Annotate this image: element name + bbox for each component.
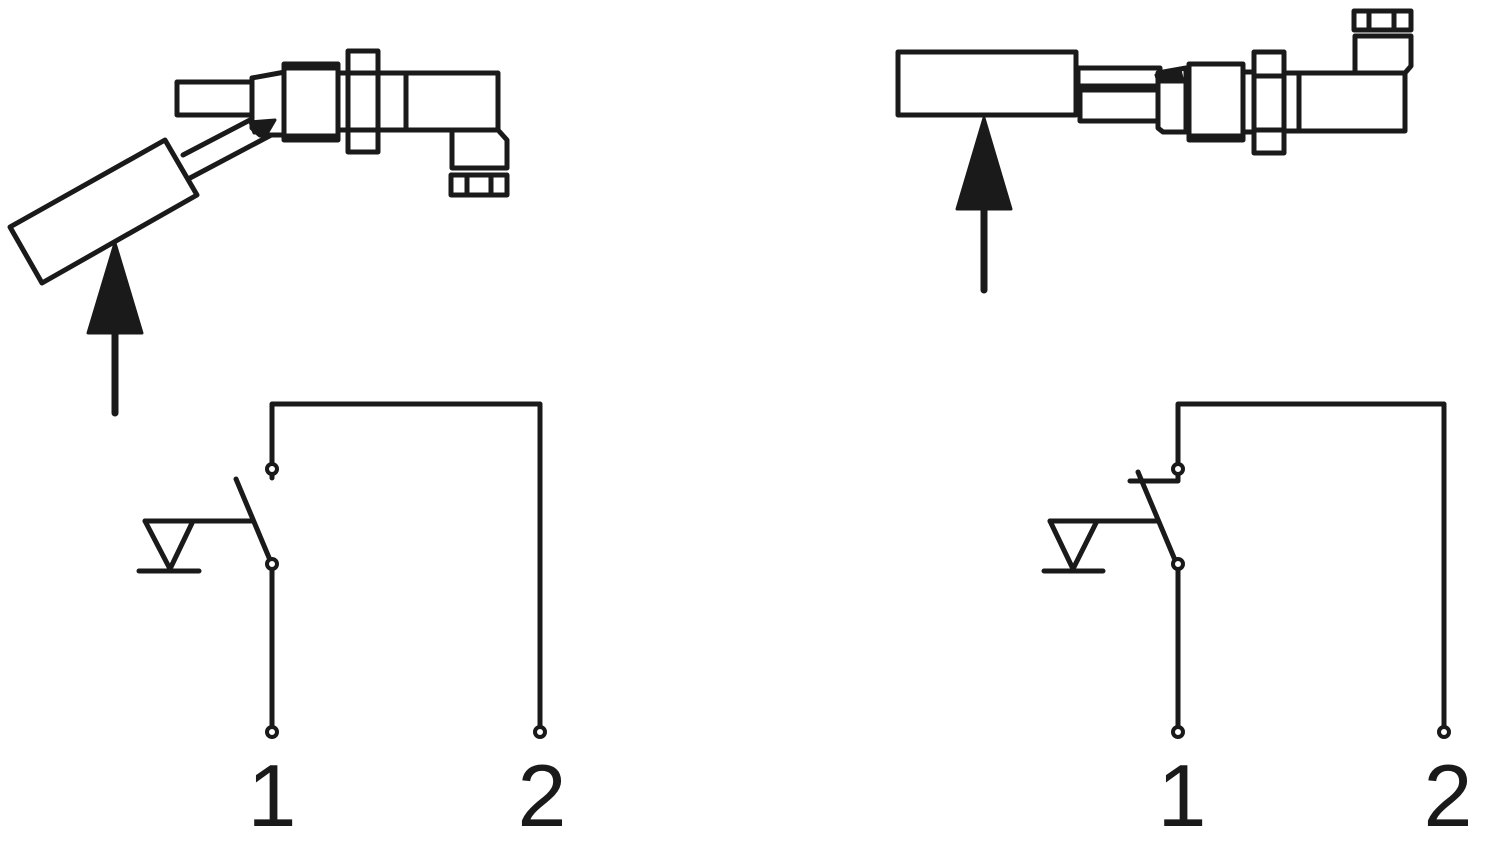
hex-nut xyxy=(1251,49,1287,156)
lift-arrow-icon-left xyxy=(86,241,144,417)
terminal-1 xyxy=(265,725,279,739)
contact-point xyxy=(265,557,279,571)
terminal-2 xyxy=(533,725,547,739)
stem-lower xyxy=(1077,87,1161,124)
float-level xyxy=(895,49,1079,118)
hex-nut xyxy=(345,48,381,155)
contact-point xyxy=(1171,462,1185,476)
stem-upper xyxy=(1075,65,1163,89)
terminal-label-1: 1 xyxy=(248,746,297,845)
connector-cap xyxy=(1351,8,1414,33)
terminal-label-2: 2 xyxy=(518,746,567,845)
circuit-right xyxy=(1041,401,1451,739)
float-tilted xyxy=(7,117,278,286)
thread-nut xyxy=(1186,61,1246,143)
float-switch-body-right xyxy=(895,8,1414,156)
lift-arrow-icon-right xyxy=(955,116,1013,294)
switch-blade xyxy=(1135,469,1178,563)
housing xyxy=(1281,70,1408,134)
terminal-2 xyxy=(1437,725,1451,739)
hinge xyxy=(1155,65,1189,135)
contact-point xyxy=(1171,557,1185,571)
thread-nut xyxy=(281,61,341,143)
circuit-left xyxy=(136,401,547,739)
housing xyxy=(375,70,501,133)
connector-cap xyxy=(448,172,510,198)
terminal-label-2: 2 xyxy=(1424,746,1473,845)
contact-point xyxy=(265,462,279,476)
float-switch-body-left xyxy=(7,48,510,286)
right-panel: 1 2 xyxy=(895,8,1473,845)
sensor-stub xyxy=(174,79,255,118)
connector xyxy=(449,127,510,171)
hinge xyxy=(249,69,288,138)
terminal-1 xyxy=(1171,725,1185,739)
terminal-label-1: 1 xyxy=(1158,746,1207,845)
connector xyxy=(1352,33,1414,76)
left-panel: 1 2 xyxy=(7,48,567,845)
